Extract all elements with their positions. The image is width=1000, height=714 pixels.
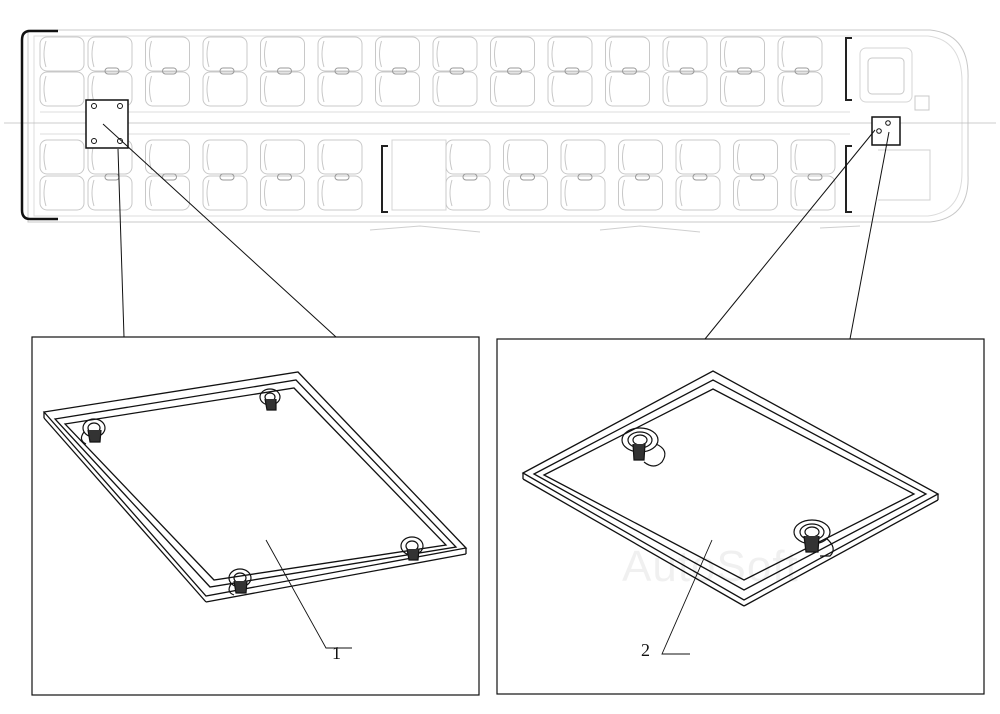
leader-lines xyxy=(102,123,890,340)
seat-handle xyxy=(162,67,177,75)
seat xyxy=(662,71,708,107)
seat xyxy=(662,36,708,72)
detail-panel-2 xyxy=(496,338,985,695)
bus-outline xyxy=(27,29,969,223)
seat xyxy=(560,139,606,175)
seat-handle xyxy=(807,173,823,181)
callout-label-1: 1 xyxy=(332,643,341,663)
seat xyxy=(720,71,765,107)
seat xyxy=(87,175,133,211)
front-bulkhead xyxy=(845,37,852,101)
seat xyxy=(317,175,363,211)
seat xyxy=(618,175,663,211)
rear-bumper xyxy=(20,29,58,221)
seat xyxy=(145,175,190,211)
seat xyxy=(605,71,650,107)
seat xyxy=(490,71,535,107)
seat xyxy=(675,139,721,175)
seat-handle xyxy=(622,67,637,75)
seat xyxy=(375,71,420,107)
seat-handle xyxy=(462,173,478,181)
seat-handle xyxy=(692,173,708,181)
detail-panel-1 xyxy=(31,336,480,696)
seat-handle xyxy=(104,173,120,181)
detail-panel-1-frame xyxy=(31,336,480,696)
seat xyxy=(260,139,305,175)
seat-handle xyxy=(520,173,535,181)
bus-plan xyxy=(4,29,996,233)
hatch-marker-2 xyxy=(871,116,901,146)
seat-handle xyxy=(277,173,292,181)
seat xyxy=(317,139,363,175)
seat xyxy=(375,36,420,72)
seat-handle xyxy=(277,67,292,75)
seat-handle xyxy=(750,173,765,181)
seat xyxy=(733,175,778,211)
seat xyxy=(790,175,836,211)
seat xyxy=(790,139,836,175)
seat xyxy=(733,139,778,175)
seat xyxy=(39,36,85,72)
watermark: AutoSoft xyxy=(622,542,799,591)
seat-handle xyxy=(162,173,177,181)
detail-panel-2-frame xyxy=(496,338,985,695)
seat-handle xyxy=(219,67,235,75)
seat-handle xyxy=(392,67,407,75)
mount-fitting xyxy=(621,427,834,557)
mount-fitting xyxy=(80,388,424,596)
seat-handle xyxy=(577,173,593,181)
seat-handle xyxy=(679,67,695,75)
seat-handle xyxy=(737,67,752,75)
seat xyxy=(605,36,650,72)
seat xyxy=(490,36,535,72)
seat-grid xyxy=(39,36,836,211)
seat xyxy=(317,36,363,72)
seat xyxy=(87,36,133,72)
seat xyxy=(547,71,593,107)
seat xyxy=(260,175,305,211)
seat xyxy=(560,175,606,211)
middle-door xyxy=(381,145,388,213)
seat-handle xyxy=(794,67,810,75)
seat xyxy=(39,71,85,107)
seat xyxy=(39,139,85,175)
seat-handle xyxy=(635,173,650,181)
seat xyxy=(432,71,478,107)
seat xyxy=(145,71,190,107)
seat-handle xyxy=(564,67,580,75)
driver-seat xyxy=(867,57,905,95)
seat-handle xyxy=(104,67,120,75)
seat xyxy=(675,175,721,211)
seat xyxy=(317,71,363,107)
seat xyxy=(445,175,491,211)
seat xyxy=(260,71,305,107)
seat xyxy=(445,139,491,175)
seat xyxy=(39,175,85,211)
seat xyxy=(202,36,248,72)
seat-handle xyxy=(334,173,350,181)
seat xyxy=(503,139,548,175)
seat xyxy=(145,36,190,72)
seat xyxy=(202,71,248,107)
seat xyxy=(618,139,663,175)
callout-label-2: 2 xyxy=(641,640,650,660)
seat xyxy=(720,36,765,72)
seat xyxy=(547,36,593,72)
seat xyxy=(777,71,823,107)
seat xyxy=(260,36,305,72)
seat-handle xyxy=(449,67,465,75)
seat-handle xyxy=(507,67,522,75)
seat xyxy=(777,36,823,72)
seat xyxy=(432,36,478,72)
seat-handle xyxy=(334,67,350,75)
seat xyxy=(202,175,248,211)
seat xyxy=(503,175,548,211)
seat xyxy=(202,139,248,175)
seat-handle xyxy=(219,173,235,181)
